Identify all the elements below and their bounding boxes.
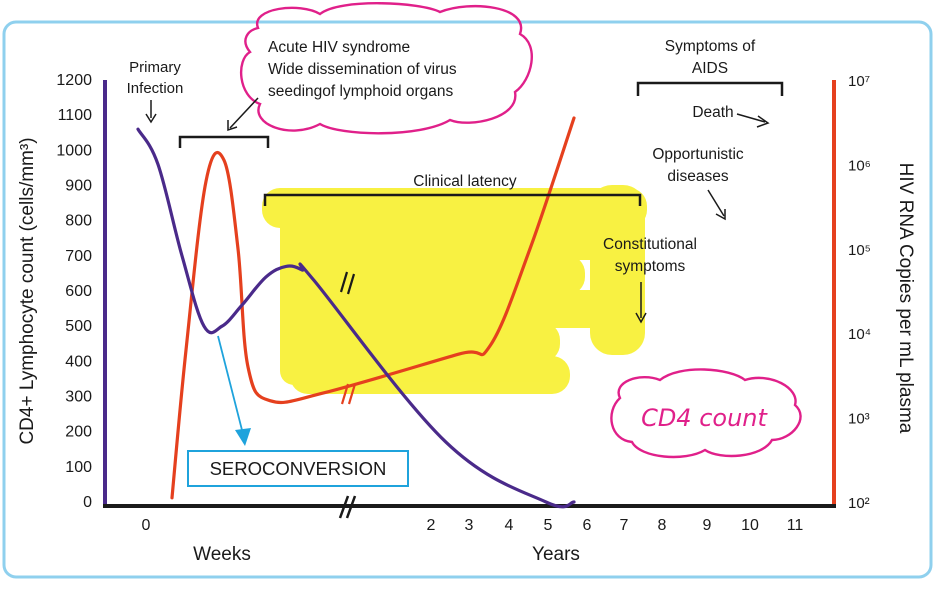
seroconversion-label: SEROCONVERSION xyxy=(210,458,387,479)
left-tick-label: 200 xyxy=(65,424,92,441)
x-tick-label-years: 3 xyxy=(465,517,474,534)
left-axis-title: CD4+ Lymphocyte count (cells/mm³) xyxy=(17,137,38,444)
x-weeks-label: Weeks xyxy=(193,544,251,565)
highlight-stroke xyxy=(590,185,645,355)
x-years-label: Years xyxy=(532,544,580,565)
annotation-death: Death xyxy=(692,104,770,128)
highlight-stroke xyxy=(262,188,647,228)
left-tick-label: 700 xyxy=(65,248,92,265)
x-tick-label-years: 4 xyxy=(505,517,514,534)
constitutional-line-2: symptoms xyxy=(615,258,686,275)
highlight-stroke xyxy=(290,290,610,328)
right-tick-label: 10³ xyxy=(848,411,870,428)
x-axis-ticks: 0 2 3 4 5 6 7 8 9 10 11 xyxy=(142,517,804,534)
acute-syndrome-arrow xyxy=(229,97,259,129)
left-tick-label: 800 xyxy=(65,213,92,230)
annotation-acute-syndrome: Acute HIV syndrome Wide dissemination of… xyxy=(178,2,533,148)
x-tick-label-years: 10 xyxy=(741,517,759,534)
aids-line-1: Symptoms of xyxy=(665,38,756,55)
x-tick-label-weeks: 0 xyxy=(142,517,151,534)
aids-line-2: AIDS xyxy=(692,60,728,77)
right-axis-title: HIV RNA Copies per mL plasma xyxy=(895,163,916,434)
right-tick-label: 10² xyxy=(848,495,870,512)
primary-infection-arrow-head xyxy=(145,113,157,124)
left-tick-label: 900 xyxy=(65,178,92,195)
cd4-count-cloud xyxy=(610,368,802,459)
opportunistic-arrow xyxy=(707,189,725,217)
annotation-symptoms-of-aids: Symptoms of AIDS xyxy=(636,38,784,96)
x-tick-label-years: 6 xyxy=(583,517,592,534)
left-tick-label: 1200 xyxy=(56,72,92,89)
left-tick-label: 600 xyxy=(65,283,92,300)
highlight-stroke xyxy=(285,255,585,295)
annotation-opportunistic-diseases: Opportunistic diseases xyxy=(652,146,744,221)
clinical-latency-label: Clinical latency xyxy=(413,173,517,190)
left-tick-label: 500 xyxy=(65,318,92,335)
acute-phase-bracket xyxy=(178,135,270,148)
annotation-clinical-latency: Clinical latency xyxy=(263,173,642,206)
opportunistic-arrow-head xyxy=(715,209,726,221)
rna-break-mark xyxy=(340,383,357,405)
left-tick-label: 1000 xyxy=(56,142,92,159)
right-tick-label: 10⁷ xyxy=(848,73,870,90)
acute-syndrome-line-2: Wide dissemination of virus xyxy=(268,61,457,78)
left-tick-label: 1100 xyxy=(58,107,93,124)
x-tick-label-years: 11 xyxy=(787,517,804,534)
primary-infection-line-2: Infection xyxy=(127,80,184,97)
x-tick-label-years: 2 xyxy=(427,517,436,534)
highlight-stroke xyxy=(280,222,640,260)
aids-bracket xyxy=(636,81,784,96)
seroconversion-arrow-head xyxy=(235,428,251,446)
annotation-cd4-count-note: CD4 count xyxy=(610,368,802,459)
death-label: Death xyxy=(692,104,733,121)
seroconversion-box xyxy=(187,450,409,487)
x-axis-break xyxy=(338,495,357,519)
acute-syndrome-cloud xyxy=(239,2,533,135)
constitutional-arrow-head xyxy=(635,312,647,324)
series-line-cd4 xyxy=(136,127,576,509)
primary-infection-line-1: Primary xyxy=(129,59,181,76)
right-axis-ticks: 10² 10³ 10⁴ 10⁵ 10⁶ 10⁷ xyxy=(848,73,871,512)
opportunistic-line-2: diseases xyxy=(667,168,728,185)
left-axis-ticks: 0 100 200 300 400 500 600 700 800 900 1000 1100 1200 xyxy=(56,72,92,511)
acute-syndrome-line-3: seedingof lymphoid organs xyxy=(268,83,454,100)
x-tick-label-years: 8 xyxy=(658,517,667,534)
seroconversion-arrow xyxy=(217,335,244,435)
clinical-latency-bracket xyxy=(263,193,642,206)
death-arrow-head xyxy=(756,115,770,128)
right-tick-label: 10⁵ xyxy=(848,242,871,259)
opportunistic-line-1: Opportunistic xyxy=(652,146,744,163)
annotation-primary-infection: Primary Infection xyxy=(127,59,184,124)
highlight-stroke xyxy=(280,205,310,385)
cd4-count-handwritten: CD4 count xyxy=(641,404,768,432)
death-arrow xyxy=(736,113,766,123)
annotation-seroconversion: SEROCONVERSION xyxy=(187,335,409,487)
left-tick-label: 300 xyxy=(65,389,92,406)
right-tick-label: 10⁴ xyxy=(848,326,871,343)
left-tick-label: 100 xyxy=(65,459,92,476)
highlight-stroke xyxy=(290,322,560,362)
left-tick-label: 0 xyxy=(83,494,92,511)
x-tick-label-years: 7 xyxy=(620,517,629,534)
annotation-constitutional-symptoms: Constitutional symptoms xyxy=(603,236,697,324)
acute-syndrome-line-1: Acute HIV syndrome xyxy=(268,39,410,56)
cd4-break-mark xyxy=(339,271,356,295)
acute-syndrome-arrow-head xyxy=(227,120,238,132)
series-line-hiv-rna xyxy=(170,116,576,500)
x-tick-label-years: 5 xyxy=(544,517,553,534)
constitutional-line-1: Constitutional xyxy=(603,236,697,253)
right-tick-label: 10⁶ xyxy=(848,157,871,174)
left-tick-label: 400 xyxy=(65,353,92,370)
x-tick-label-years: 9 xyxy=(703,517,712,534)
